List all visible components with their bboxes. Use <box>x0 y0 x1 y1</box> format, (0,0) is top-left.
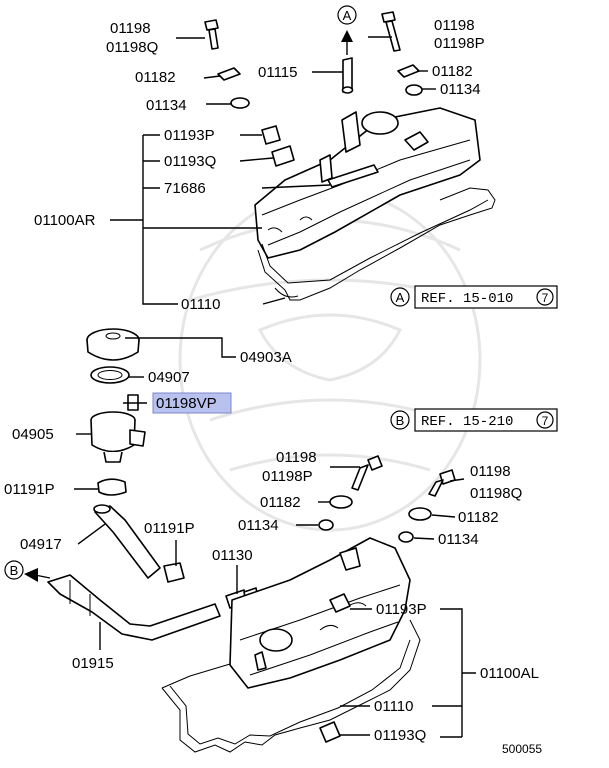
leader-lines-top <box>110 30 436 305</box>
washer-top-left[interactable] <box>217 67 241 81</box>
hose-04917[interactable] <box>93 504 161 579</box>
svg-text:B: B <box>396 413 405 428</box>
callout-01193P-bottom[interactable]: 01193P <box>376 601 427 618</box>
svg-text:7: 7 <box>542 291 549 305</box>
callout-01198VP[interactable]: 01198VP <box>156 395 217 412</box>
labels: 01198 01198Q 01182 01134 01115 01198 011… <box>4 17 539 744</box>
grommet-top-left[interactable] <box>230 97 250 109</box>
callout-04917[interactable]: 04917 <box>20 536 62 553</box>
valve-cover-gasket-top[interactable] <box>257 187 496 301</box>
callout-01134-top-right[interactable]: 01134 <box>440 81 481 98</box>
callout-01182-mid-right[interactable]: 01182 <box>458 509 499 526</box>
clip-01193P-bottom[interactable] <box>329 593 351 613</box>
callout-01134-mid-left[interactable]: 01134 <box>238 517 279 534</box>
reference-a[interactable]: A REF. 15-010 7 <box>390 285 558 309</box>
callout-01198Q-top-left[interactable]: 01198Q <box>106 39 158 56</box>
washer-mid-left[interactable] <box>329 495 353 509</box>
hose-clamp-mid[interactable] <box>163 562 185 583</box>
callout-01198-mid[interactable]: 01198 <box>276 449 317 466</box>
oil-filler-neck[interactable] <box>90 411 146 463</box>
callout-01134-mid-right[interactable]: 01134 <box>438 531 479 548</box>
clip-01193Q-bottom[interactable] <box>319 721 341 743</box>
washer-top-right[interactable] <box>397 64 420 78</box>
svg-text:A: A <box>396 290 405 305</box>
callout-01115[interactable]: 01115 <box>258 64 298 81</box>
grommet-mid-right[interactable] <box>398 531 414 543</box>
callout-01193Q-top[interactable]: 01193Q <box>164 153 216 170</box>
svg-text:A: A <box>343 8 352 23</box>
callout-01110-top[interactable]: 01110 <box>181 296 221 313</box>
callout-01198P-top-right[interactable]: 01198P <box>434 35 485 52</box>
callout-04903A[interactable]: 04903A <box>240 349 292 366</box>
callout-04907[interactable]: 04907 <box>148 369 190 386</box>
callout-04905[interactable]: 04905 <box>12 426 54 443</box>
callout-01100AR[interactable]: 01100AR <box>34 212 96 229</box>
valve-cover-right[interactable] <box>254 107 481 259</box>
callout-01100AL[interactable]: 01100AL <box>480 665 539 682</box>
reference-b[interactable]: B REF. 15-210 7 <box>390 408 558 432</box>
oil-filler-cap[interactable] <box>86 328 140 361</box>
leader-lines-bottom <box>296 466 476 738</box>
callout-01193Q-bottom[interactable]: 01193Q <box>374 727 426 744</box>
leader-lines-mid <box>24 337 238 650</box>
filler-cap-gasket[interactable] <box>90 366 130 384</box>
callout-01198P-mid[interactable]: 01198P <box>262 468 313 485</box>
washer-mid-right[interactable] <box>408 507 432 521</box>
valve-cover-left[interactable] <box>229 537 411 689</box>
svg-text:7: 7 <box>542 414 549 428</box>
reference-a-text: REF. 15-010 <box>421 291 513 307</box>
marker-b-left[interactable]: B <box>4 560 24 580</box>
callout-01134-top-left[interactable]: 01134 <box>146 97 187 114</box>
bolt-mid[interactable] <box>351 455 383 491</box>
marker-a-top[interactable]: A <box>337 5 357 25</box>
clip-01193P-top[interactable] <box>261 125 281 145</box>
callout-01198-mid-right[interactable]: 01198 <box>470 463 511 480</box>
callout-01110-bottom[interactable]: 01110 <box>374 698 414 715</box>
callout-71686[interactable]: 71686 <box>164 180 206 197</box>
callout-01915[interactable]: 01915 <box>72 655 114 672</box>
callout-01191P-left[interactable]: 01191P <box>4 481 55 498</box>
label-plate-71686[interactable] <box>327 164 379 188</box>
breather-hose-top[interactable] <box>341 57 354 94</box>
valve-cover-gasket-bottom[interactable] <box>161 619 421 753</box>
callout-01198-top-left[interactable]: 01198 <box>110 20 151 37</box>
clip-01193Q-top[interactable] <box>271 145 295 167</box>
grommet-top-right[interactable] <box>405 84 423 96</box>
grommet-mid-left[interactable] <box>318 519 334 531</box>
callout-01182-top-left[interactable]: 01182 <box>135 69 176 86</box>
callout-01182-mid-left[interactable]: 01182 <box>260 494 301 511</box>
bolt-top-left[interactable] <box>204 19 219 50</box>
callout-01198Q-mid-right[interactable]: 01198Q <box>470 485 522 502</box>
svg-text:B: B <box>10 563 19 578</box>
callout-01191P-mid[interactable]: 01191P <box>144 520 195 537</box>
hose-01915[interactable] <box>47 574 221 641</box>
watermark-logo <box>178 188 482 532</box>
callout-01182-top-right[interactable]: 01182 <box>432 63 473 80</box>
reference-b-text: REF. 15-210 <box>421 414 513 430</box>
highlight-01198VP <box>152 392 232 414</box>
callout-01130[interactable]: 01130 <box>212 547 253 564</box>
figure-number: 500055 <box>502 742 542 756</box>
hose-clamp-left[interactable] <box>97 478 127 496</box>
bolt-top-right[interactable] <box>381 11 401 52</box>
callout-01198-top-right[interactable]: 01198 <box>434 17 475 34</box>
callout-01193P-top[interactable]: 01193P <box>164 127 215 144</box>
